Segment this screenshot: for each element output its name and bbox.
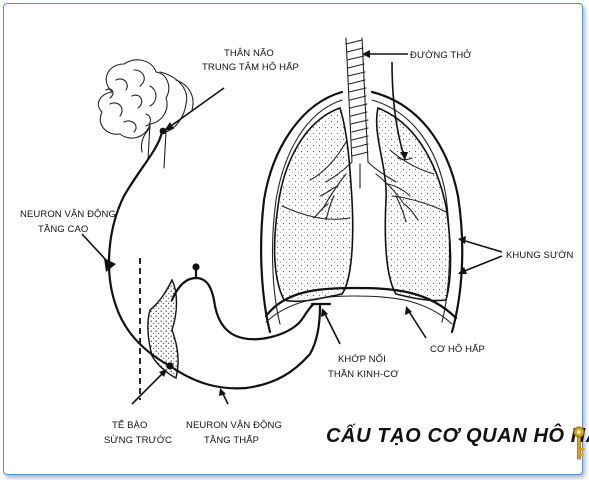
label-anterior-horn-line1: TẾ BÀO [112,420,147,431]
neuron-pathway [104,127,332,390]
key-icon [573,426,585,460]
label-nmj-line1: KHỚP NỐI [338,353,386,365]
lungs-illustration [273,106,452,303]
label-rib-cage: KHUNG SƯỜN [506,250,573,261]
pointer-arrows [81,50,503,405]
label-anterior-horn-line2: SỪNG TRƯỚC [104,435,172,446]
label-lower-motor-neuron-line2: TẦNG THẤP [204,435,259,446]
label-nmj-line2: THẦN KINH-CƠ [328,369,399,380]
spinal-cord-illustration [139,258,179,400]
brain-illustration [97,59,194,169]
label-brainstem-line1: THÂN NÃO [224,48,274,59]
diagram-title: CẤU TẠO CƠ QUAN HÔ HẤP [326,423,589,447]
label-upper-motor-neuron-line2: TẦNG CAO [38,224,88,235]
label-brainstem-line2: TRUNG TÂM HÔ HẤP [202,62,299,73]
label-respiratory-muscle: CƠ HÔ HẤP [430,344,485,355]
label-lower-motor-neuron-line1: NEURON VẬN ĐỘNG [186,420,282,431]
label-upper-motor-neuron-line1: NEURON VẬN ĐỘNG [20,209,116,220]
label-airway: ĐƯỜNG THỞ [410,49,472,61]
diaphragm-illustration [212,286,458,341]
